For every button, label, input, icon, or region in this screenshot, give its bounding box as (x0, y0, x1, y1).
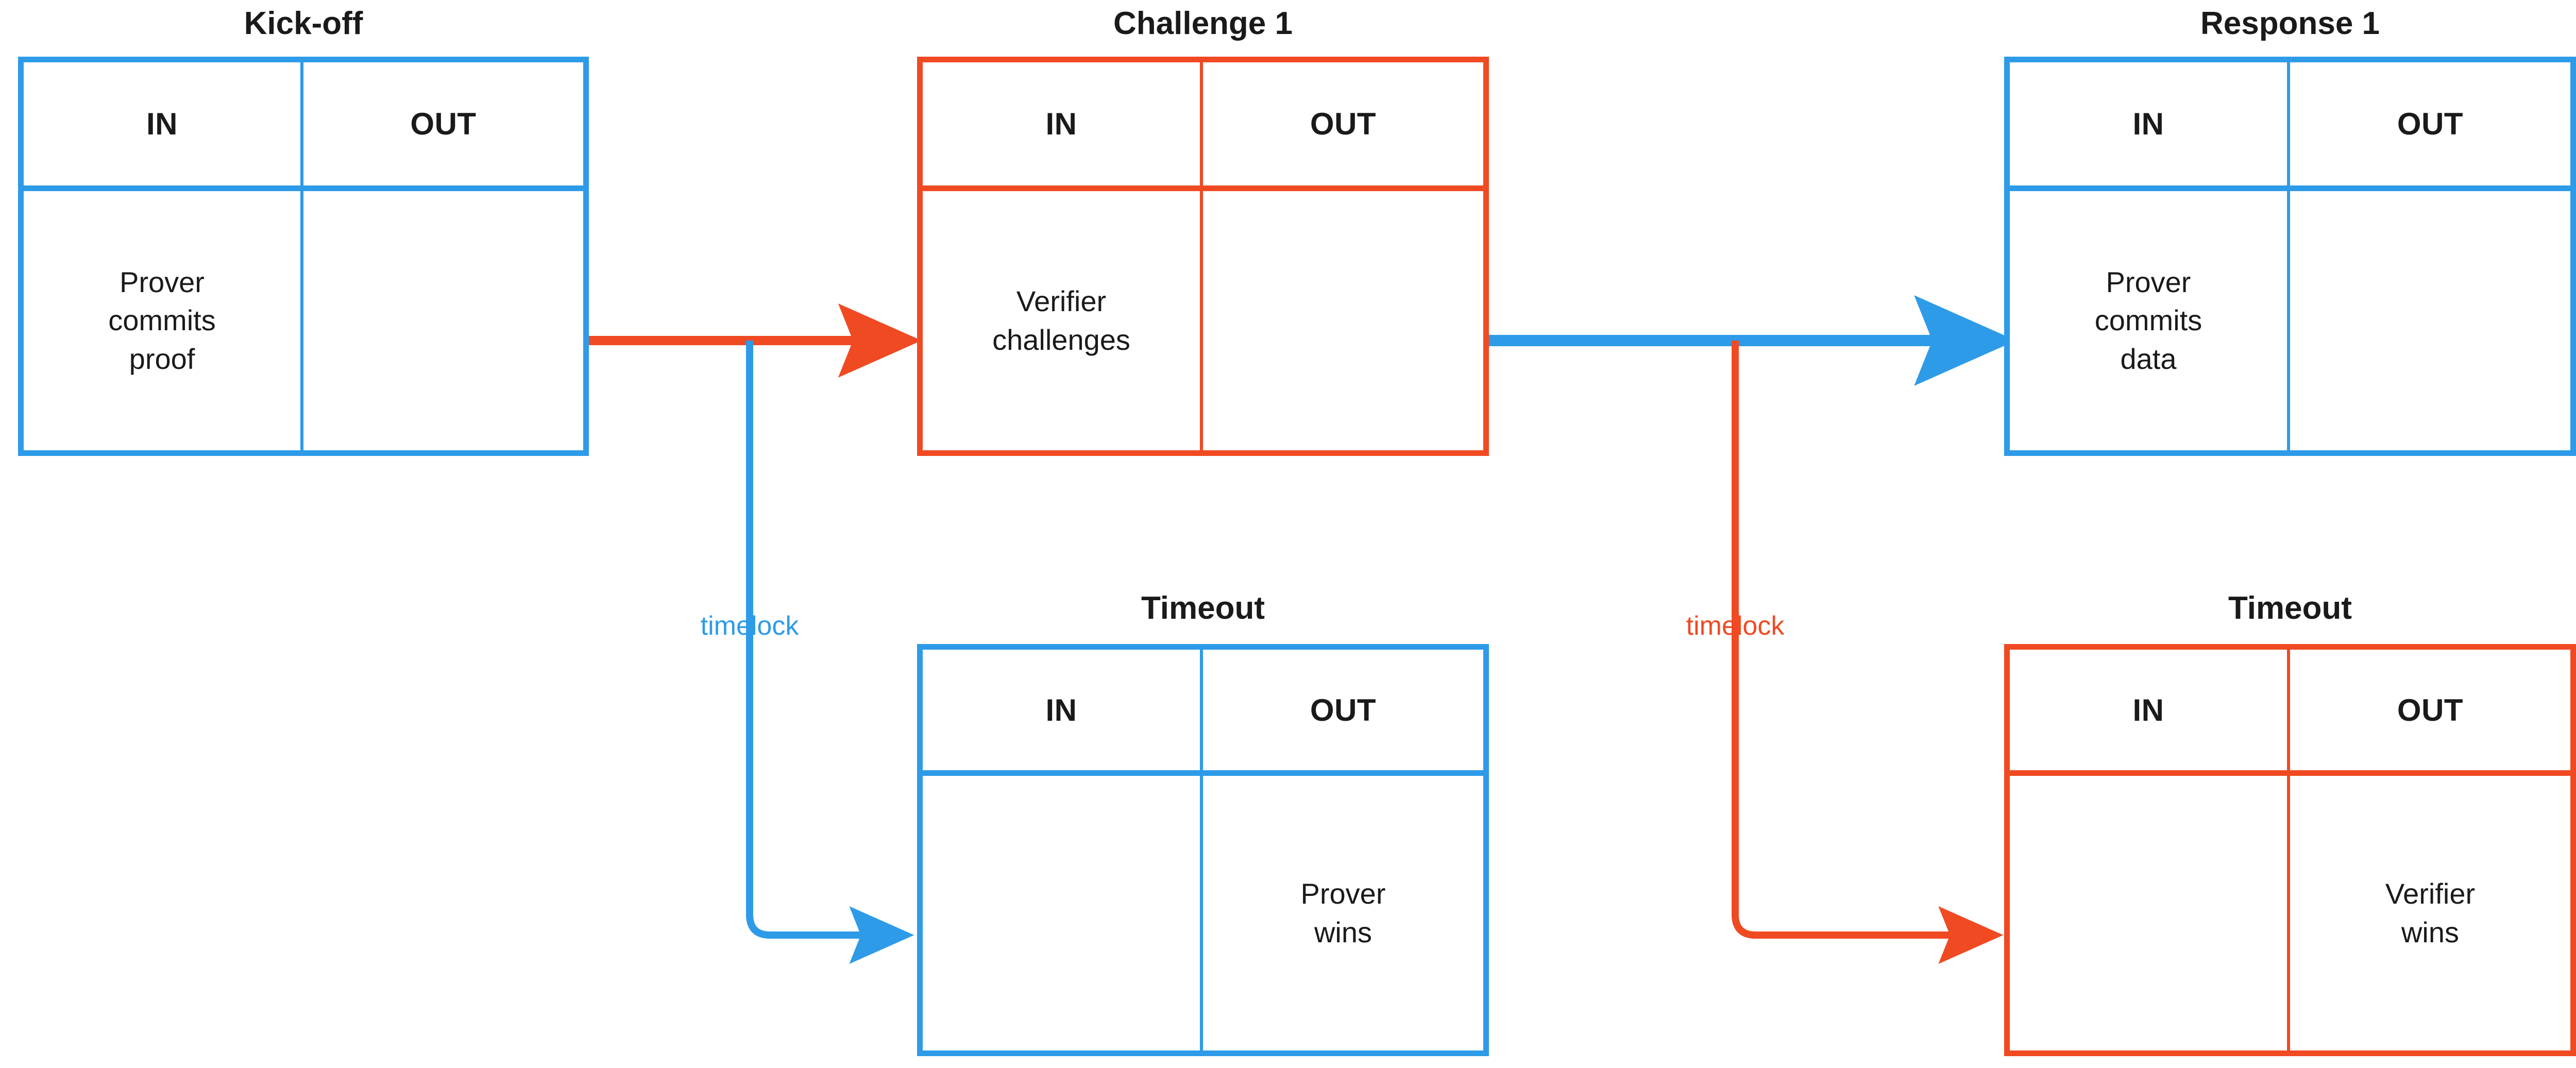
tx-box-kickoff[interactable]: IN OUT Prover commits proof (18, 57, 589, 456)
tx-header-in-label: IN (146, 107, 178, 141)
tx-box-response-1[interactable]: IN OUT Prover commits data (2004, 57, 2576, 456)
tx-header-row-timeout-2: IN OUT (2010, 650, 2570, 776)
tx-header-row-kickoff: IN OUT (24, 62, 583, 191)
tx-header-row-response-1: IN OUT (2010, 62, 2570, 191)
connector-timelock-branch-1 (746, 341, 914, 964)
tx-body-in-label: Verifier challenges (992, 285, 1130, 356)
tx-body-row-response-1: Prover commits data (2010, 191, 2570, 450)
tx-header-in-challenge-1: IN (923, 62, 1203, 185)
box-title-timeout-2: Timeout (2228, 590, 2352, 626)
tx-header-in-timeout-2: IN (2010, 650, 2290, 770)
tx-body-in-response-1: Prover commits data (2010, 191, 2290, 450)
tx-header-in-label: IN (2132, 692, 2164, 727)
tx-body-out-timeout-2: Verifier wins (2290, 776, 2570, 1050)
tx-header-in-label: IN (1045, 107, 1077, 141)
wire-label-timelock-1: timelock (700, 611, 799, 641)
tx-header-out-timeout-2: OUT (2290, 650, 2570, 770)
tx-header-out-label: OUT (410, 107, 477, 141)
tx-header-out-label: OUT (1310, 107, 1377, 141)
tx-header-in-timeout-1: IN (923, 650, 1203, 770)
tx-header-in-label: IN (1045, 692, 1077, 727)
tx-header-out-response-1: OUT (2290, 62, 2570, 185)
tx-header-in-label: IN (2132, 107, 2164, 141)
box-title-kickoff: Kick-off (244, 6, 363, 41)
tx-body-out-response-1 (2290, 191, 2570, 450)
tx-body-in-label: Prover commits data (2094, 265, 2202, 375)
tx-box-timeout-1[interactable]: IN OUT Prover wins (917, 644, 1489, 1056)
tx-body-in-kickoff: Prover commits proof (24, 191, 303, 450)
tx-box-timeout-2[interactable]: IN OUT Verifier wins (2004, 644, 2576, 1056)
tx-header-row-challenge-1: IN OUT (923, 62, 1483, 191)
tx-header-row-timeout-1: IN OUT (923, 650, 1483, 776)
tx-body-row-challenge-1: Verifier challenges (923, 191, 1483, 450)
tx-box-challenge-1[interactable]: IN OUT Verifier challenges (917, 57, 1489, 456)
tx-body-out-label: Prover wins (1300, 877, 1386, 948)
tx-body-row-kickoff: Prover commits proof (24, 191, 583, 450)
tx-body-out-challenge-1 (1203, 191, 1483, 450)
tx-body-row-timeout-2: Verifier wins (2010, 776, 2570, 1050)
tx-body-in-timeout-1 (923, 776, 1203, 1050)
tx-body-in-timeout-2 (2010, 776, 2290, 1050)
tx-body-out-kickoff (303, 191, 583, 450)
tx-header-out-timeout-1: OUT (1203, 650, 1483, 770)
tx-header-in-response-1: IN (2010, 62, 2290, 185)
box-title-timeout-1: Timeout (1141, 590, 1265, 626)
tx-header-out-label: OUT (2397, 107, 2464, 141)
tx-body-row-timeout-1: Prover wins (923, 776, 1483, 1050)
tx-body-out-label: Verifier wins (2385, 877, 2476, 948)
tx-body-out-timeout-1: Prover wins (1203, 776, 1483, 1050)
tx-header-out-label: OUT (2397, 692, 2464, 727)
connector-timelock-branch-2 (1732, 341, 2004, 964)
tx-body-in-label: Prover commits proof (108, 265, 216, 375)
tx-header-out-challenge-1: OUT (1203, 62, 1483, 185)
box-title-response-1: Response 1 (2200, 6, 2380, 41)
tx-header-out-kickoff: OUT (303, 62, 583, 185)
box-title-challenge-1: Challenge 1 (1113, 6, 1293, 41)
tx-header-out-label: OUT (1310, 692, 1377, 727)
wire-label-timelock-2: timelock (1686, 611, 1785, 641)
tx-body-in-challenge-1: Verifier challenges (923, 191, 1203, 450)
tx-header-in-kickoff: IN (24, 62, 303, 185)
